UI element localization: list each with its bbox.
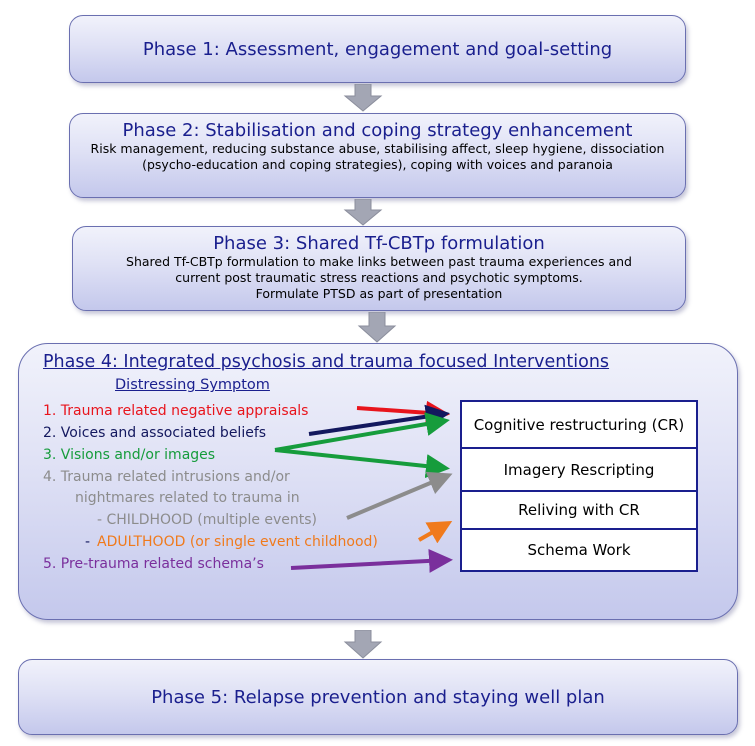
down-arrow-1 xyxy=(343,84,383,112)
phase-3-line-3: Formulate PTSD as part of presentation xyxy=(255,286,503,301)
arrow-purple xyxy=(290,548,453,573)
phase-2-line-2: (psycho-education and coping strategies)… xyxy=(142,157,613,172)
phase-3-line-1: Shared Tf-CBTp formulation to make links… xyxy=(126,254,632,269)
symptom-2: 2. Voices and associated beliefs xyxy=(43,425,267,441)
down-arrow-3 xyxy=(357,312,397,343)
symptom-4-childhood: - CHILDHOOD (multiple events) xyxy=(97,512,318,528)
phase-1-box: Phase 1: Assessment, engagement and goal… xyxy=(69,15,686,83)
phase-5-title: Phase 5: Relapse prevention and staying … xyxy=(151,686,605,708)
intervention-imagery-rescripting: Imagery Rescripting xyxy=(460,447,698,492)
down-arrow-2 xyxy=(343,199,383,226)
symptom-4-adulthood-dash: - xyxy=(85,534,91,550)
phase-5-box: Phase 5: Relapse prevention and staying … xyxy=(18,659,738,735)
symptom-4-line-1: 4. Trauma related intrusions and/or xyxy=(43,469,290,485)
intervention-cognitive-restructuring: Cognitive restructuring (CR) xyxy=(460,400,698,449)
phase-2-title: Phase 2: Stabilisation and coping strate… xyxy=(122,120,633,141)
phase-3-box: Phase 3: Shared Tf-CBTp formulation Shar… xyxy=(72,226,686,311)
intervention-schema-work: Schema Work xyxy=(460,528,698,572)
phase-4-title: Phase 4: Integrated psychosis and trauma… xyxy=(43,352,610,372)
symptom-3: 3. Visions and/or images xyxy=(43,447,216,463)
symptom-4-line-2: nightmares related to trauma in xyxy=(75,490,300,506)
arrow-red xyxy=(356,400,450,425)
phase-3-title: Phase 3: Shared Tf-CBTp formulation xyxy=(213,233,545,254)
intervention-reliving-with-cr: Reliving with CR xyxy=(460,490,698,530)
symptom-1: 1. Trauma related negative appraisals xyxy=(43,403,309,419)
arrow-green-down xyxy=(274,448,450,479)
phase-1-title: Phase 1: Assessment, engagement and goal… xyxy=(142,38,613,60)
arrow-navy xyxy=(308,404,450,436)
phase-2-line-1: Risk management, reducing substance abus… xyxy=(90,141,665,156)
connector-arrows xyxy=(274,400,453,573)
distressing-symptom-heading: Distressing Symptom xyxy=(115,377,270,393)
symptom-5: 5. Pre-trauma related schema’s xyxy=(43,556,264,572)
arrow-orange xyxy=(418,521,453,544)
arrow-green-up xyxy=(274,412,450,452)
symptom-4-adulthood: ADULTHOOD (or single event childhood) xyxy=(97,534,378,550)
phase-3-line-2: current post traumatic stress reactions … xyxy=(175,270,583,285)
down-arrow-4 xyxy=(343,630,383,659)
phase-2-box: Phase 2: Stabilisation and coping strate… xyxy=(69,113,686,198)
arrow-grey xyxy=(346,471,453,520)
phase-4-box: Phase 4: Integrated psychosis and trauma… xyxy=(18,343,738,620)
